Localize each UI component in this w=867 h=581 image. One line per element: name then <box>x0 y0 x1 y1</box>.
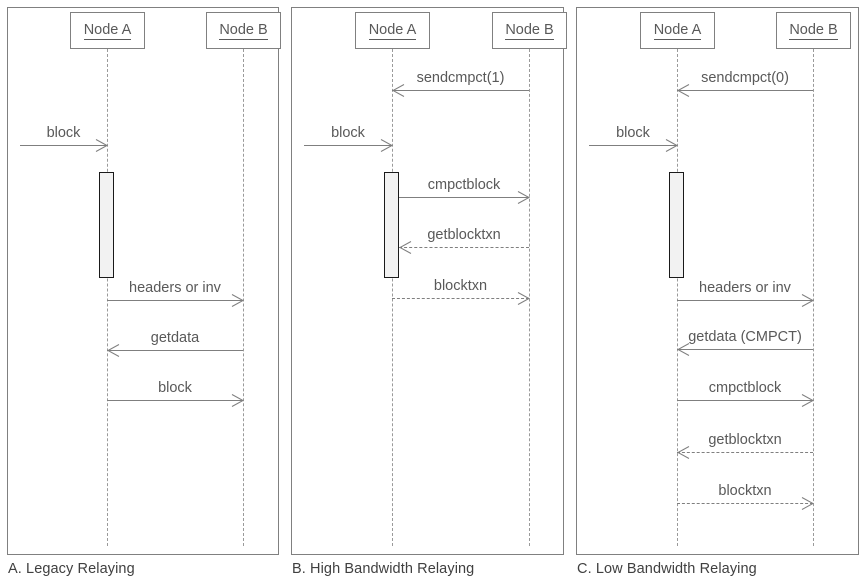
message-label: block <box>158 380 192 396</box>
node-header-label: Node B <box>219 21 268 40</box>
message-arrow: blocktxn <box>392 278 531 305</box>
message-line <box>392 90 529 91</box>
arrow-head-icon <box>517 191 531 204</box>
node-header-a-panel-c: Node A <box>640 12 715 49</box>
message-label: blocktxn <box>718 483 772 499</box>
panel-low-bandwidth-relaying <box>576 7 859 555</box>
message-label: getblocktxn <box>708 432 782 448</box>
node-header-label: Node A <box>83 21 132 40</box>
message-line <box>107 300 243 301</box>
message-label: getdata <box>150 330 200 346</box>
lifeline-b-panel-a <box>243 49 244 546</box>
message-label: sendcmpct(1) <box>416 70 505 86</box>
message-line <box>392 298 529 299</box>
message-line <box>20 145 107 146</box>
message-arrow: headers or inv <box>677 280 815 307</box>
message-label: cmpctblock <box>708 380 782 396</box>
message-label: sendcmpct(0) <box>701 70 789 86</box>
message-line <box>677 400 813 401</box>
message-label: cmpctblock <box>427 177 501 193</box>
arrow-head-icon <box>801 394 815 407</box>
node-header-a-panel-b: Node A <box>355 12 430 49</box>
arrow-head-icon <box>380 139 394 152</box>
message-arrow: getblocktxn <box>398 227 529 254</box>
panel-caption-a: A. Legacy Relaying <box>8 561 135 577</box>
activation-bar-node-a-panel-a <box>99 172 114 278</box>
activation-bar-node-a-panel-c <box>669 172 684 278</box>
message-label: getblocktxn <box>427 227 501 243</box>
message-line <box>304 145 392 146</box>
message-arrow: getdata <box>106 330 243 357</box>
message-line <box>399 197 529 198</box>
message-arrow: block <box>589 125 679 152</box>
arrow-head-icon <box>95 139 109 152</box>
message-line <box>677 90 813 91</box>
message-line <box>677 503 813 504</box>
lifeline-b-panel-b <box>529 49 530 546</box>
arrow-head-icon <box>391 84 405 97</box>
message-line <box>677 452 813 453</box>
node-header-label: Node B <box>789 21 838 40</box>
panel-high-bandwidth-relaying <box>291 7 564 555</box>
activation-bar-node-a-panel-b <box>384 172 399 278</box>
message-label: block <box>616 125 650 141</box>
message-line <box>589 145 677 146</box>
arrow-head-icon <box>801 497 815 510</box>
arrow-head-icon <box>231 394 245 407</box>
message-line <box>107 350 243 351</box>
message-line <box>677 300 813 301</box>
arrow-head-icon <box>676 343 690 356</box>
message-arrow: block <box>304 125 394 152</box>
arrow-head-icon <box>676 84 690 97</box>
lifeline-a-panel-b <box>392 49 393 546</box>
message-arrow: block <box>107 380 245 407</box>
lifeline-a-panel-a <box>107 49 108 546</box>
message-label: block <box>331 125 365 141</box>
node-header-b-panel-a: Node B <box>206 12 281 49</box>
message-arrow: sendcmpct(0) <box>676 70 813 97</box>
node-header-label: Node B <box>505 21 554 40</box>
panel-caption-c: C. Low Bandwidth Relaying <box>577 561 757 577</box>
message-arrow: cmpctblock <box>399 177 531 204</box>
arrow-head-icon <box>676 446 690 459</box>
message-line <box>677 349 813 350</box>
arrow-head-icon <box>665 139 679 152</box>
message-label: getdata (CMPCT) <box>688 329 802 345</box>
panel-caption-b: B. High Bandwidth Relaying <box>292 561 475 577</box>
arrow-head-icon <box>517 292 531 305</box>
message-arrow: cmpctblock <box>677 380 815 407</box>
arrow-head-icon <box>231 294 245 307</box>
message-arrow: blocktxn <box>677 483 815 510</box>
message-arrow: headers or inv <box>107 280 245 307</box>
message-arrow: getblocktxn <box>676 432 813 459</box>
arrow-head-icon <box>801 294 815 307</box>
message-arrow: block <box>20 125 109 152</box>
panel-legacy-relaying <box>7 7 279 555</box>
lifeline-b-panel-c <box>813 49 814 546</box>
node-header-b-panel-c: Node B <box>776 12 851 49</box>
message-label: blocktxn <box>433 278 488 294</box>
message-arrow: sendcmpct(1) <box>391 70 529 97</box>
node-header-label: Node A <box>368 21 417 40</box>
message-line <box>399 247 529 248</box>
message-label: headers or inv <box>699 280 791 296</box>
node-header-a-panel-a: Node A <box>70 12 145 49</box>
lifeline-a-panel-c <box>677 49 678 546</box>
arrow-head-icon <box>398 241 412 254</box>
node-header-b-panel-b: Node B <box>492 12 567 49</box>
message-line <box>107 400 243 401</box>
node-header-label: Node A <box>653 21 702 40</box>
message-label: block <box>46 125 81 141</box>
message-arrow: getdata (CMPCT) <box>676 329 813 356</box>
arrow-head-icon <box>106 344 120 357</box>
message-label: headers or inv <box>129 280 221 296</box>
